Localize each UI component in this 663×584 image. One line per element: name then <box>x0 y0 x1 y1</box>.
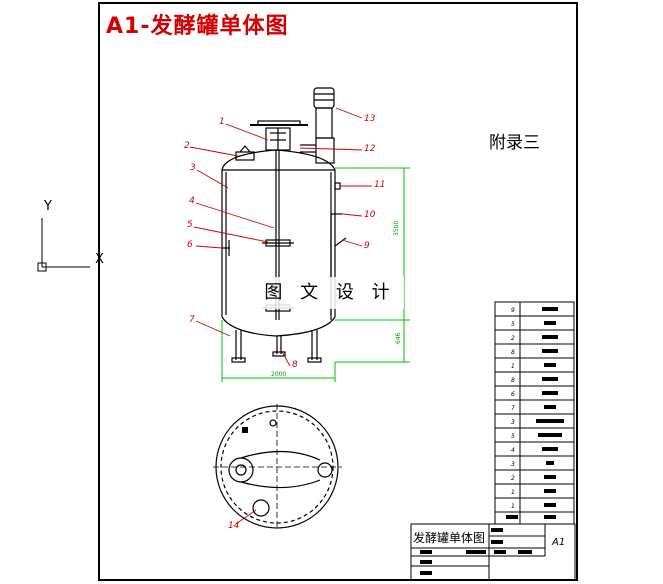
ucs-icon <box>37 218 90 272</box>
title-block-sheet-size: A1 <box>552 537 566 548</box>
part-label-5: 5 <box>187 220 193 230</box>
part-label-7: 7 <box>189 315 195 325</box>
top-view-nozzle <box>252 499 270 517</box>
parts-list-table <box>410 301 576 581</box>
motor-body <box>315 107 333 139</box>
svg-text:3: 3 <box>511 461 515 468</box>
tank-top-view <box>213 404 342 530</box>
drawing-title: A1-发酵罐单体图 <box>106 14 289 39</box>
leader-lines <box>189 107 372 525</box>
dimension-width: 2000 <box>271 371 287 378</box>
svg-text:8: 8 <box>511 349 515 356</box>
svg-text:5: 5 <box>511 433 515 440</box>
gearbox <box>315 137 335 164</box>
part-label-6: 6 <box>187 240 193 250</box>
title-block-name: 发酵罐单体图 <box>413 531 486 545</box>
part-label-12: 12 <box>364 144 376 154</box>
leg-foot-right <box>307 357 322 363</box>
dimension-lines <box>221 167 410 382</box>
part-label-2: 2 <box>184 141 190 151</box>
sheet-border <box>98 2 578 581</box>
ucs-y-label: Y <box>44 199 52 214</box>
svg-text:2: 2 <box>511 335 515 342</box>
watermark: 图 文 设 计 <box>256 277 404 309</box>
part-label-9: 9 <box>364 241 370 251</box>
tank-bottom-head <box>221 316 336 337</box>
svg-text:2: 2 <box>511 475 515 482</box>
svg-text:3: 3 <box>511 419 515 426</box>
bottom-outlet <box>272 351 286 357</box>
part-label-10: 10 <box>364 210 376 220</box>
part-label-4: 4 <box>189 196 195 206</box>
part-label-8: 8 <box>292 360 298 370</box>
svg-text:1: 1 <box>511 363 515 370</box>
svg-text:1: 1 <box>511 489 515 496</box>
dimension-height-main: 3500 <box>393 220 400 236</box>
svg-text:6: 6 <box>511 391 515 398</box>
parts-list-filled-cells <box>420 307 564 575</box>
part-label-3: 3 <box>190 163 196 173</box>
svg-text:9: 9 <box>511 307 515 314</box>
appendix-label: 附录三 <box>489 133 540 153</box>
parts-list-index: 9 5 2 8 1 8 6 7 3 5 4 3 2 1 1 <box>511 307 515 510</box>
svg-text:7: 7 <box>511 405 515 412</box>
svg-text:5: 5 <box>511 321 515 328</box>
ucs-x-label: X <box>95 252 104 267</box>
svg-text:4: 4 <box>511 447 515 454</box>
svg-text:8: 8 <box>511 377 515 384</box>
motor <box>313 87 335 109</box>
dimension-height-legs: 646 <box>395 332 402 344</box>
part-label-1: 1 <box>219 117 225 127</box>
part-label-13: 13 <box>364 114 376 124</box>
svg-text:1: 1 <box>511 503 515 510</box>
part-label-14: 14 <box>228 521 240 531</box>
leg-foot-left <box>231 357 246 363</box>
part-label-11: 11 <box>374 180 386 190</box>
